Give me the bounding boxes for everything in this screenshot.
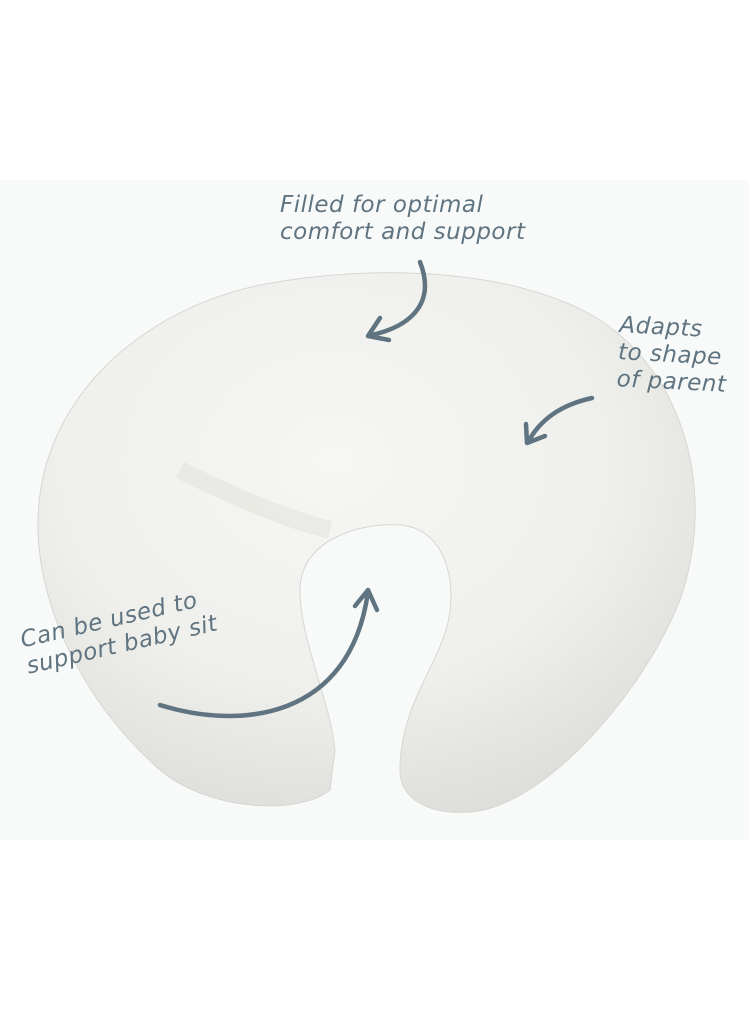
annotation-line: comfort and support <box>280 219 526 245</box>
arrow-top <box>369 259 428 338</box>
pillow-shadow <box>175 461 333 539</box>
arrow-left-head <box>352 587 380 613</box>
annotation-line: of parent <box>616 366 728 398</box>
arrow-top-head <box>365 315 392 343</box>
nursing-pillow <box>37 272 696 813</box>
arrow-left <box>157 589 371 719</box>
arrow-right <box>525 395 595 445</box>
arrow-right-head <box>523 421 548 446</box>
annotation-line: Filled for optimal <box>280 192 484 218</box>
annotation-top: Filled for optimal comfort and support <box>280 192 525 246</box>
annotation-right: Adapts to shape of parent <box>616 312 730 399</box>
